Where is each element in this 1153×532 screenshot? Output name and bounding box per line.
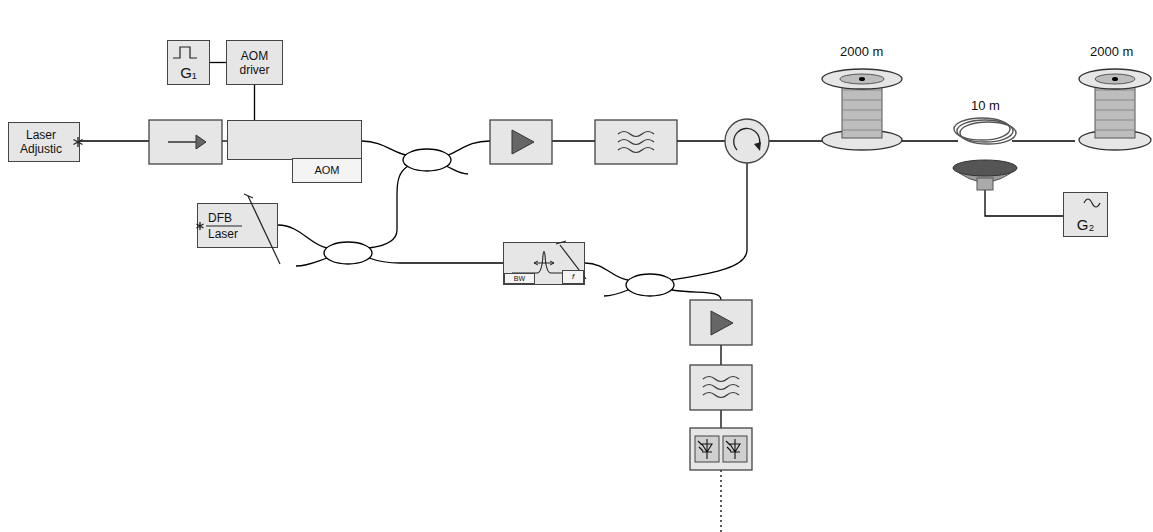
fiber xyxy=(677,140,725,141)
node-text: Laser Adjustic xyxy=(12,128,76,156)
fiber xyxy=(720,345,721,365)
node-text: AOM xyxy=(292,158,362,183)
signal-generator: G₁ xyxy=(167,40,210,85)
circulator xyxy=(725,119,769,163)
fiber-coupler xyxy=(324,242,372,264)
aom-modulator: AOM xyxy=(227,120,362,160)
wire xyxy=(985,190,1063,216)
fiber xyxy=(446,166,468,174)
signal-wire xyxy=(210,62,226,63)
node-text: DFB Laser xyxy=(208,210,248,242)
fiber-coupler xyxy=(403,149,451,171)
isolator xyxy=(149,120,222,164)
node-text: BW xyxy=(504,273,535,284)
fiber xyxy=(369,166,408,248)
fiber xyxy=(278,225,327,248)
fiber xyxy=(720,410,721,428)
dfb-laser-box: DFB Laser xyxy=(197,203,278,248)
loudspeaker xyxy=(953,160,1017,190)
fiber-spool xyxy=(822,69,902,150)
length-label: 2000 m xyxy=(838,44,885,59)
optical-amplifier xyxy=(490,120,552,164)
fiber xyxy=(672,290,721,300)
fiber xyxy=(585,263,628,280)
fiber xyxy=(362,141,406,155)
signal-generator: G₂ xyxy=(1063,192,1108,237)
node-text: f xyxy=(562,270,584,284)
aom-driver-box: AOM driver xyxy=(226,40,283,85)
fiber xyxy=(902,140,958,141)
optical-filter xyxy=(690,365,752,410)
couplers xyxy=(324,149,674,296)
laser-box: Laser Adjustic xyxy=(8,122,80,162)
length-label: 10 m xyxy=(969,98,1002,113)
balanced-photodetector xyxy=(690,428,752,470)
node-text: AOM driver xyxy=(230,49,279,77)
fiber xyxy=(369,258,503,263)
fiber xyxy=(448,141,490,155)
fiber-lines xyxy=(80,141,1075,532)
fiber xyxy=(672,163,747,280)
fiber xyxy=(769,140,822,141)
fiber xyxy=(552,140,595,141)
signal-dashed-line xyxy=(720,470,721,532)
fiber xyxy=(80,140,149,141)
fiber-spool xyxy=(1079,69,1151,150)
optical-amplifier xyxy=(690,300,752,345)
fiber xyxy=(296,258,327,266)
fiber-coil xyxy=(954,118,1016,144)
node-text: G₁ xyxy=(168,64,209,81)
optical-filter xyxy=(595,120,677,164)
node-text: G₂ xyxy=(1064,216,1107,233)
fiber xyxy=(1012,140,1075,141)
length-label: 2000 m xyxy=(1088,44,1135,59)
fiber-coupler xyxy=(626,274,674,296)
tunable-filter: BW f xyxy=(503,242,585,285)
fiber xyxy=(604,290,628,296)
signal-wire xyxy=(254,85,255,120)
